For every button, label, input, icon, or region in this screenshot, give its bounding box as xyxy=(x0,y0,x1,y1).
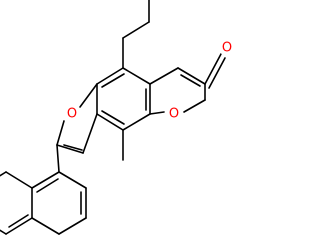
furan-oxygen-label: O xyxy=(67,107,77,122)
bond-carbonyl-1 xyxy=(204,53,222,85)
bond-naph-left-1 xyxy=(5,171,33,189)
carbonyl-oxygen-mask xyxy=(219,40,235,56)
bond-central-ring-1 xyxy=(122,67,151,85)
bond-furan-inner xyxy=(63,144,83,151)
bond-central-ring-inner-3 xyxy=(101,73,125,88)
bond-naph-left-4 xyxy=(0,229,7,235)
bond-pyranone-2 xyxy=(177,67,206,85)
structure-canvas: O O O xyxy=(0,0,235,235)
bond-central-ring-inner-2 xyxy=(101,110,125,125)
bond-naph-right-3 xyxy=(58,217,87,235)
bond-carbonyl-2 xyxy=(208,57,226,89)
bond-furan-1 xyxy=(79,83,98,108)
bond-furan-4 xyxy=(82,113,98,154)
molecule-drawing: O O O xyxy=(0,0,235,235)
bond-naph-right-1 xyxy=(58,171,87,189)
bond-central-ring-6 xyxy=(96,67,124,85)
pyranone-ring-oxygen-label: O xyxy=(169,107,179,122)
bond-furan-2 xyxy=(56,120,65,146)
atom-label-layer: O O O xyxy=(64,40,235,122)
bond-furan-3 xyxy=(56,144,84,154)
bond-central-ring-4 xyxy=(96,113,124,131)
bond-pyranone-1 xyxy=(149,67,179,85)
carbonyl-oxygen-label: O xyxy=(222,41,232,56)
bond-naph-right-inner-2 xyxy=(36,178,59,193)
bond-furan-naphthyl xyxy=(56,144,60,173)
bond-naph-left-3 xyxy=(5,217,33,235)
bond-naph-right-6 xyxy=(31,171,60,189)
bond-pyranone-4 xyxy=(183,99,206,113)
bond-layer xyxy=(0,0,226,235)
bond-naph-left-2 xyxy=(0,171,7,177)
bond-naph-left-inner xyxy=(8,214,29,228)
furan-oxygen-mask xyxy=(64,106,80,122)
ring-oxygen-mask xyxy=(166,106,182,122)
bond-propyl-2 xyxy=(122,21,150,39)
bond-naph-right-4 xyxy=(31,217,60,235)
bond-pyranone-inner xyxy=(180,74,201,87)
bond-pyranone-5 xyxy=(149,111,165,115)
bond-central-ring-3 xyxy=(122,113,151,131)
